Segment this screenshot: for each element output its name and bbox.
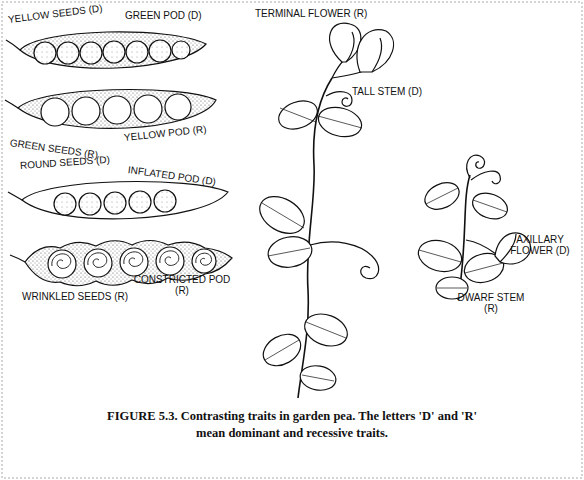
green-pod [20, 32, 206, 68]
trait-label: DWARF STEM (R) [452, 292, 530, 314]
yellow-seed [149, 40, 171, 62]
round-seed [79, 193, 101, 215]
wrinkle-line [160, 251, 179, 266]
wrinkle-line [88, 253, 107, 268]
figure-caption: FIGURE 5.3. Contrasting traits in garden… [104, 408, 480, 442]
leaf-vein [437, 288, 467, 289]
trait-label: AXILLARY FLOWER (D) [510, 234, 570, 256]
flower-stalk [332, 60, 344, 78]
tendril [467, 155, 485, 178]
leaf [253, 189, 311, 241]
tendril [310, 242, 379, 279]
wrinkled-seed [156, 247, 184, 275]
terminal-flower [330, 23, 361, 62]
leaf-vein [280, 108, 316, 122]
trait-label: TALL STEM (D) [352, 86, 422, 97]
leaf-vein [302, 375, 334, 381]
leaf-vein [262, 203, 304, 228]
leaf [266, 233, 315, 270]
tendril [326, 92, 352, 107]
yellow-seed [126, 41, 148, 63]
flower-stalk [466, 240, 496, 254]
pod-stalk [10, 255, 25, 262]
trait-label: GREEN POD (D) [125, 10, 202, 21]
trait-label: WRINKLED SEEDS (R) [22, 291, 128, 302]
round-seed [104, 192, 126, 214]
yellow-seed [34, 42, 56, 64]
pod-stalk [5, 100, 18, 108]
leaf [258, 328, 307, 372]
leaf-vein [265, 340, 299, 360]
wrinkled-seed [120, 248, 148, 276]
leaf-vein [426, 188, 458, 204]
leaf-vein [318, 116, 362, 128]
trait-label: YELLOW POD (R) [123, 123, 206, 143]
round-seed [54, 193, 76, 215]
green-seed [41, 98, 69, 126]
pod-stalk [8, 192, 22, 200]
petal-line [372, 38, 382, 72]
green-seed [165, 94, 191, 120]
wrinkled-seed [48, 250, 76, 278]
leaf [415, 236, 465, 276]
leaf [298, 363, 338, 393]
wrinkle-line [52, 254, 71, 269]
leaf [469, 189, 511, 224]
yellow-pod [18, 90, 216, 129]
wrinkle-line [124, 252, 143, 267]
round-seed [129, 191, 151, 213]
leaf-vein [306, 322, 346, 338]
petal-line [346, 32, 354, 62]
trait-label: YELLOW SEEDS (D) [7, 2, 103, 24]
trait-label: CONSTRICTED POD (R) [128, 274, 236, 296]
wrinkle-line [196, 253, 212, 265]
wrinkled-seed [84, 249, 112, 277]
yellow-seed [80, 42, 102, 64]
green-seed [72, 97, 100, 125]
leaf-vein [268, 248, 310, 256]
inflated-pod [22, 182, 228, 219]
green-seed [103, 96, 131, 124]
trait-label: TERMINAL FLOWER (R) [255, 8, 367, 19]
leaf-vein [419, 250, 461, 262]
terminal-flower [357, 30, 394, 72]
leaf [421, 178, 464, 215]
yellow-seed [172, 41, 190, 59]
round-seed [154, 190, 176, 212]
tendril [471, 171, 500, 184]
leaf [275, 96, 321, 134]
leaf [315, 103, 365, 141]
green-seed [134, 95, 162, 123]
pod-stalk [6, 40, 20, 50]
wrinkled-seed [192, 249, 216, 273]
leaf [300, 308, 352, 351]
leaf-vein [465, 263, 503, 273]
trait-label: ROUND SEEDS (D) [20, 154, 111, 171]
leaf-vein [473, 200, 507, 212]
yellow-seed [57, 42, 79, 64]
trait-label: INFLATED POD (D) [127, 164, 216, 187]
yellow-seed [103, 41, 125, 63]
